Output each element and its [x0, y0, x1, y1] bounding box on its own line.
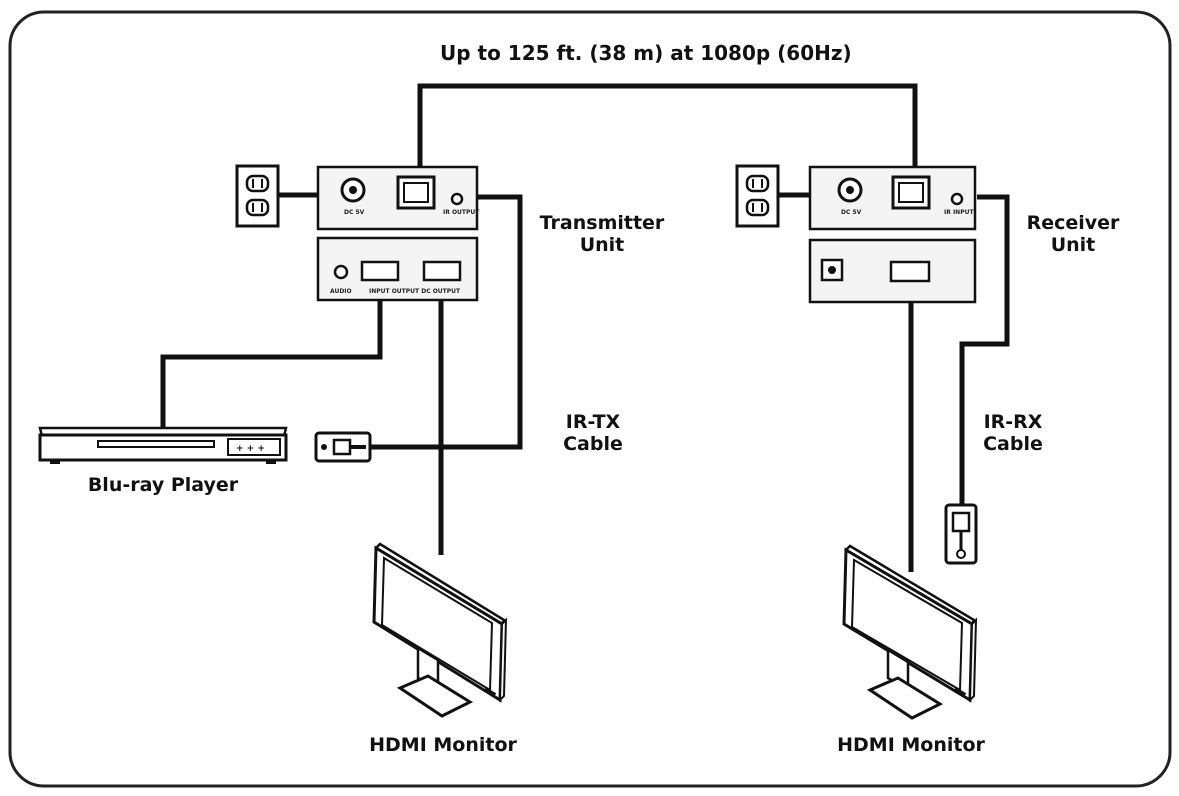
right-hdmi-monitor-icon — [842, 544, 978, 720]
tx-hdmi-label: INPUT OUTPUT DC OUTPUT — [369, 288, 461, 295]
ir-rx-label-line1: IR-RX — [983, 411, 1043, 433]
ir-tx-label-line2: Cable — [563, 433, 623, 455]
tx-hdmi-input-icon — [360, 260, 400, 282]
ir-tx-cable — [370, 194, 523, 450]
left-monitor-label: HDMI Monitor — [369, 734, 517, 756]
transmitter-label-line2: Unit — [579, 234, 625, 256]
bluray-hdmi-cable — [160, 298, 383, 427]
right-monitor-label: HDMI Monitor — [837, 734, 985, 756]
ir-rx-cable-label: IR-RX Cable — [968, 411, 1058, 455]
ir-rx-label-line2: Cable — [983, 433, 1043, 455]
ir-rx-receiver-icon — [944, 503, 978, 565]
transmitter-unit: DC 5V IR OUTPUT AUDIO INPUT OUTPUT DC OU… — [316, 165, 480, 302]
svg-text:+ + +: + + + — [236, 444, 265, 454]
tx-ir-port-icon — [450, 192, 464, 206]
diagram-title: Up to 125 ft. (38 m) at 1080p (60Hz) — [440, 41, 852, 65]
tx-hdmi-output-icon — [422, 260, 462, 282]
ir-tx-cable-label: IR-TX Cable — [548, 411, 638, 455]
rx-ir-port-icon — [950, 192, 964, 206]
rx-dc-label: DC 5V — [841, 209, 862, 216]
transmitter-unit-label: Transmitter Unit — [522, 212, 682, 256]
tx-audio-jack-icon — [333, 264, 349, 280]
bluray-player-icon: + + + — [38, 426, 288, 464]
receiver-unit-label: Receiver Unit — [1008, 212, 1138, 256]
receiver-label-line2: Unit — [1050, 234, 1096, 256]
rx-wall-outlet — [735, 164, 780, 228]
tx-ir-label: IR OUTPUT — [443, 209, 480, 216]
transmitter-label-line1: Transmitter — [539, 212, 665, 234]
rx-ir-label: IR INPUT — [944, 209, 974, 216]
cat-cable — [417, 83, 918, 170]
tx-dc-label: DC 5V — [344, 209, 365, 216]
ir-tx-emitter-icon — [314, 431, 372, 463]
tx-wall-outlet — [235, 164, 280, 228]
ir-rx-cable — [959, 194, 1010, 505]
left-hdmi-monitor-icon — [372, 542, 508, 718]
diagram-frame — [8, 10, 1172, 788]
bluray-player-label: Blu-ray Player — [87, 474, 239, 496]
rx-hdmi-output-icon — [889, 260, 931, 283]
receiver-label-line1: Receiver — [1026, 212, 1120, 234]
tx-audio-label: AUDIO — [330, 288, 352, 295]
receiver-unit: DC 5V IR INPUT — [808, 165, 977, 304]
ir-tx-label-line1: IR-TX — [565, 411, 621, 433]
cables — [160, 83, 1010, 572]
